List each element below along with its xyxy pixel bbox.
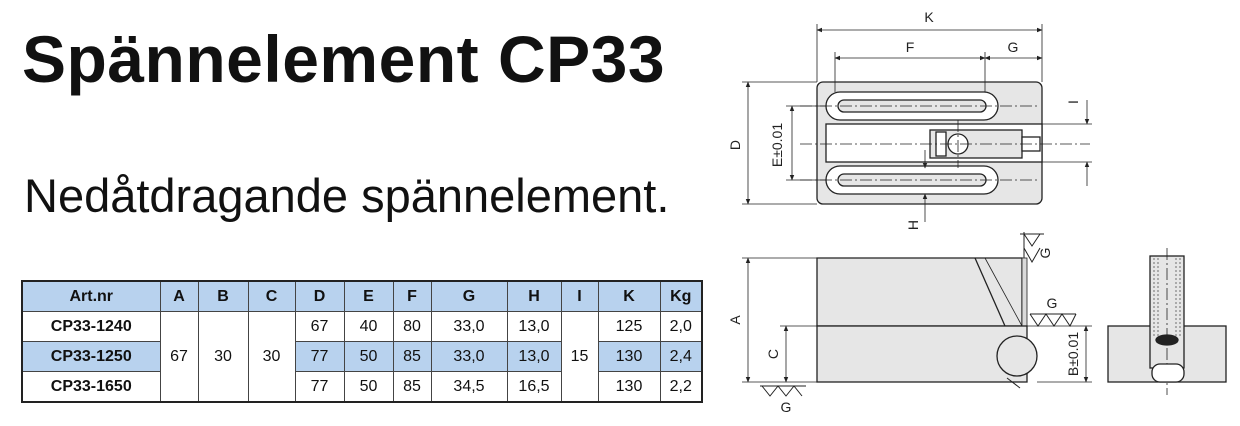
cell-k: 125 <box>597 311 661 342</box>
dim-label-b: B±0.01 <box>1065 332 1081 376</box>
cell-f: 85 <box>392 341 432 372</box>
cell-g: 33,0 <box>430 311 508 342</box>
dim-label-c: C <box>765 349 781 359</box>
cell-i: 15 <box>560 311 599 403</box>
cell-h: 16,5 <box>506 371 562 403</box>
dim-label-a: A <box>727 315 743 325</box>
col-header: Kg <box>659 280 703 312</box>
cell-art: CP33-1240 <box>21 311 161 342</box>
dim-label-h: H <box>905 220 921 230</box>
cell-d: 67 <box>294 311 345 342</box>
col-header: F <box>392 280 432 312</box>
table-row: CP33-1650 77 50 85 34,5 16,5 130 2,2 <box>21 371 703 403</box>
cell-f: 85 <box>392 371 432 403</box>
dim-label-g: G <box>1008 39 1019 55</box>
col-header: I <box>560 280 599 312</box>
col-header: E <box>343 280 394 312</box>
cell-c: 30 <box>247 311 296 403</box>
page-title: Spännelement CP33 <box>22 22 666 96</box>
col-header: B <box>197 280 249 312</box>
cell-e: 40 <box>343 311 394 342</box>
top-view-dimensions <box>742 24 1092 222</box>
cell-e: 50 <box>343 371 394 403</box>
spec-table: Art.nr A B C D E F G H I K Kg CP33-1240 … <box>21 280 703 403</box>
dim-label-f: F <box>906 39 915 55</box>
col-header: D <box>294 280 345 312</box>
surface-symbol <box>760 232 1077 397</box>
table-row: CP33-1240 67 30 30 67 40 80 33,0 13,0 15… <box>21 311 703 403</box>
col-header: K <box>597 280 661 312</box>
cell-d: 77 <box>294 371 345 403</box>
side-view <box>816 257 1038 389</box>
dim-label-d: D <box>727 140 743 150</box>
cell-d: 77 <box>294 341 345 372</box>
dim-label-i: I <box>1065 100 1081 104</box>
side-view-base <box>816 325 1028 383</box>
cell-k: 130 <box>597 371 661 403</box>
surface-label-g3: G <box>781 399 792 415</box>
surface-label-g2: G <box>1047 295 1058 311</box>
cell-h: 13,0 <box>506 311 562 342</box>
side-view-dimensions <box>742 257 1092 383</box>
cell-kg: 2,2 <box>659 371 703 403</box>
cell-kg: 2,4 <box>659 341 703 372</box>
cell-k: 130 <box>597 341 661 372</box>
col-header: G <box>430 280 508 312</box>
cell-f: 80 <box>392 311 432 342</box>
col-header: C <box>247 280 296 312</box>
cell-g: 33,0 <box>430 341 508 372</box>
col-header: Art.nr <box>21 280 161 312</box>
cell-e: 50 <box>343 341 394 372</box>
dim-label-k: K <box>924 9 934 25</box>
cell-b: 30 <box>197 311 249 403</box>
table-row: CP33-1250 77 50 85 33,0 13,0 130 2,4 <box>21 341 703 372</box>
technical-drawing: K F G D E±0.01 I H G G G A C B±0.01 <box>727 9 1227 415</box>
table-header-row: Art.nr A B C D E F G H I K Kg <box>21 280 703 312</box>
front-section-view <box>1107 248 1227 395</box>
col-header: H <box>506 280 562 312</box>
cell-kg: 2,0 <box>659 311 703 342</box>
col-header: A <box>159 280 199 312</box>
page-subtitle: Nedåtdragande spännelement. <box>24 169 670 222</box>
cell-art: CP33-1250 <box>21 341 161 372</box>
cell-h: 13,0 <box>506 341 562 372</box>
cell-g: 34,5 <box>430 371 508 403</box>
cell-art: CP33-1650 <box>21 371 161 403</box>
dim-label-e: E±0.01 <box>769 123 785 167</box>
top-view <box>800 81 1090 205</box>
surface-label-g: G <box>1037 248 1053 259</box>
side-view-upper-body <box>816 257 1023 327</box>
cell-a: 67 <box>159 311 199 403</box>
